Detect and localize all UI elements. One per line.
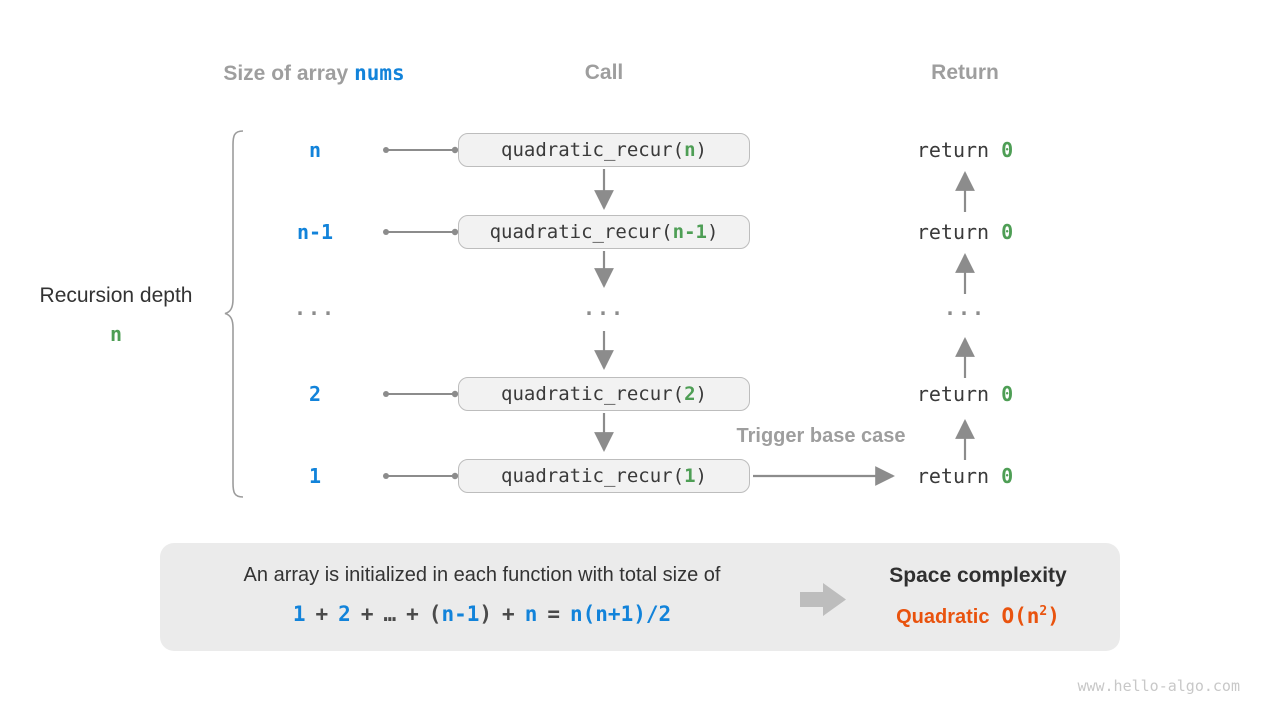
- website-watermark: www.hello-algo.com: [1077, 677, 1240, 695]
- complexity-name: Quadratic: [896, 606, 990, 628]
- return-statement-1: return 0: [885, 464, 1045, 488]
- plus-operator: +: [502, 602, 515, 626]
- column-header-return: Return: [931, 61, 999, 84]
- return-keyword: return: [916, 382, 1002, 406]
- call-box-1: quadratic_recur(1): [458, 459, 750, 493]
- size-header-text: Size of array: [223, 62, 355, 85]
- open-paren: (: [428, 602, 442, 626]
- recursion-depth-value: n: [109, 322, 123, 346]
- size-label-n-1: n-1: [296, 220, 334, 244]
- size-label-2: 2: [308, 382, 322, 406]
- return-statement-2: return 0: [885, 382, 1045, 406]
- size-label-n: n: [308, 138, 322, 162]
- big-o-notation: O(n2): [1001, 604, 1059, 628]
- formula-token: 1: [292, 602, 306, 626]
- complexity-value: Quadratic O(n2): [858, 604, 1098, 629]
- big-o-suffix: ): [1047, 604, 1060, 628]
- call-suffix: ): [706, 221, 719, 243]
- call-arg-n-1: n-1: [672, 221, 707, 243]
- plus-operator: +: [360, 602, 374, 626]
- formula-result: n(n+1)/2: [570, 602, 672, 626]
- return-ellipsis: ...: [943, 296, 987, 320]
- call-prefix: quadratic_recur(: [501, 465, 685, 487]
- call-arg-2: 2: [684, 383, 696, 405]
- return-statement-n: return 0: [885, 138, 1045, 162]
- return-statement-n-1: return 0: [885, 220, 1045, 244]
- formula-token: 2: [338, 602, 351, 626]
- nums-code-text: nums: [354, 61, 405, 85]
- call-box-2: quadratic_recur(2): [458, 377, 750, 411]
- call-suffix: ): [695, 383, 707, 405]
- call-suffix: ): [695, 465, 707, 487]
- equals-operator: =: [547, 602, 560, 626]
- leader-line-2: [383, 390, 459, 398]
- call-arg-1: 1: [684, 465, 696, 487]
- close-paren: ): [479, 602, 493, 626]
- call-arg-n: n: [684, 139, 696, 161]
- call-box-n-1: quadratic_recur(n-1): [458, 215, 750, 249]
- column-header-call: Call: [584, 61, 624, 84]
- big-o-exponent: 2: [1039, 604, 1048, 619]
- big-o-prefix: O(n: [1001, 604, 1040, 628]
- trigger-base-case-label: Trigger base case: [736, 425, 906, 447]
- summary-panel: [160, 543, 1120, 651]
- return-keyword: return: [916, 220, 1002, 244]
- recursion-depth-label: Recursion depth: [39, 284, 193, 307]
- call-prefix: quadratic_recur(: [501, 139, 685, 161]
- leader-line-n-1: [383, 228, 459, 236]
- ellipsis-token: …: [383, 602, 397, 626]
- size-label-1: 1: [308, 464, 322, 488]
- return-value: 0: [1001, 220, 1014, 244]
- return-keyword: return: [916, 138, 1002, 162]
- return-keyword: return: [916, 464, 1002, 488]
- plus-operator: +: [406, 602, 419, 626]
- call-ellipsis: ...: [582, 296, 626, 320]
- formula-token: n-1: [441, 602, 480, 626]
- return-value: 0: [1001, 138, 1014, 162]
- summary-formula: 1 +2 + … + (n-1) + n = n(n+1)/2: [180, 602, 784, 626]
- recursion-depth-brace: [224, 130, 244, 498]
- leader-line-n: [383, 146, 459, 154]
- column-header-size: Size of array nums: [164, 61, 464, 86]
- formula-token: n: [524, 602, 538, 626]
- call-box-n: quadratic_recur(n): [458, 133, 750, 167]
- size-ellipsis: ...: [293, 296, 337, 320]
- space-complexity-title: Space complexity: [889, 564, 1067, 587]
- call-prefix: quadratic_recur(: [501, 383, 685, 405]
- plus-operator: +: [315, 602, 329, 626]
- summary-text: An array is initialized in each function…: [243, 564, 721, 586]
- call-prefix: quadratic_recur(: [489, 221, 673, 243]
- return-value: 0: [1001, 464, 1014, 488]
- leader-line-1: [383, 472, 459, 480]
- call-suffix: ): [695, 139, 707, 161]
- return-value: 0: [1001, 382, 1014, 406]
